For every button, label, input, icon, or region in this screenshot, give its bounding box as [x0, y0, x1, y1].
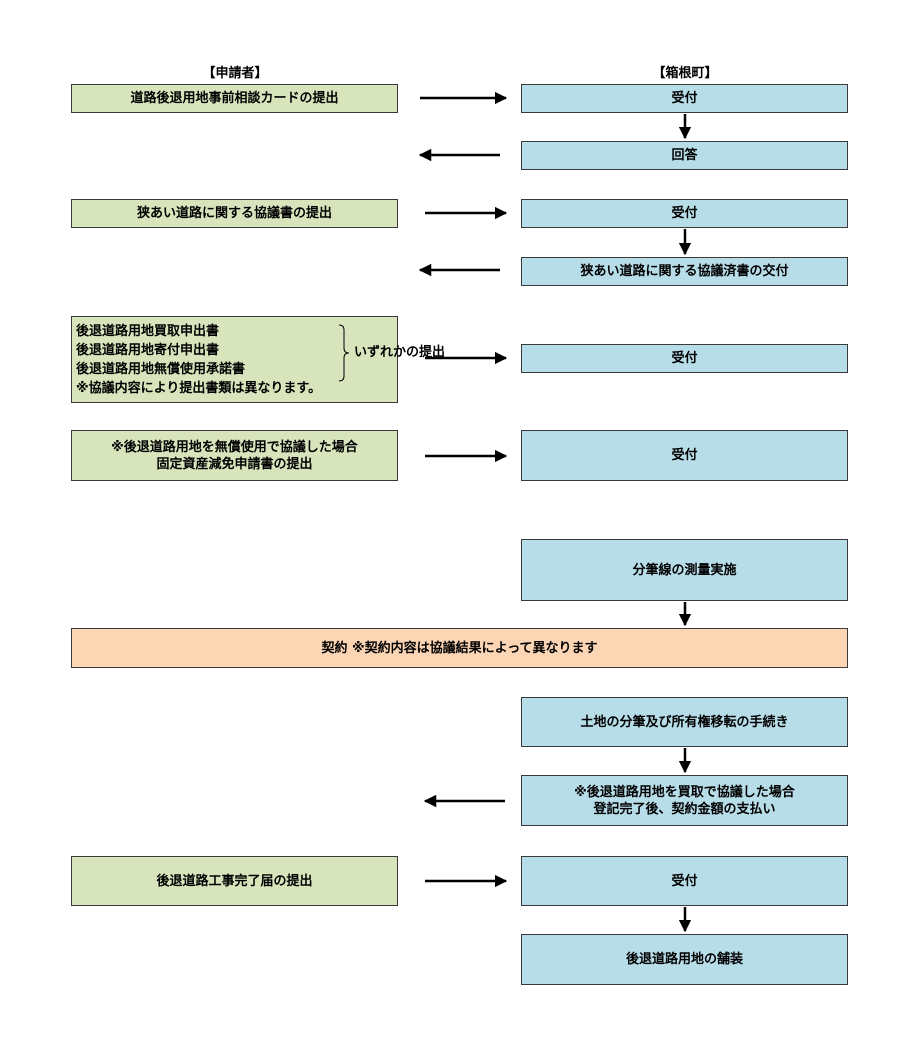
consultation-completed-delivery-box: 狭あい道路に関する協議済書の交付 [521, 257, 848, 286]
contract-label: 契約 ※契約内容は協議結果によって異なります [321, 640, 598, 656]
consultation-document-submission-box: 狭あい道路に関する協議書の提出 [71, 199, 398, 228]
completion-notice-submission-box: 後退道路工事完了届の提出 [71, 856, 398, 906]
contract-box: 契約 ※契約内容は協議結果によって異なります [71, 628, 848, 668]
donation-request-doc-label: 後退道路用地寄付申出書 [76, 343, 220, 358]
tax-reduction-submission-label: 固定資産減免申請書の提出 [156, 456, 313, 472]
consultation-document-submission-label: 狭あい道路に関する協議書の提出 [136, 206, 332, 221]
documents-vary-note: ※協議内容により提出書類は異なります。 [76, 381, 322, 396]
payment-condition-label: ※後退道路用地を買取で協議した場合 [574, 784, 795, 800]
survey-box: 分筆線の測量実施 [521, 539, 848, 601]
payment-box: ※後退道路用地を買取で協議した場合 登記完了後、契約金額の支払い [521, 775, 848, 826]
survey-label: 分筆線の測量実施 [632, 562, 737, 578]
receive-label-1: 受付 [671, 91, 698, 106]
consultation-card-submission-box: 道路後退用地事前相談カードの提出 [71, 84, 398, 113]
receive-label-4: 受付 [671, 448, 698, 463]
receive-label-3: 受付 [671, 351, 698, 366]
receive-box-2: 受付 [521, 199, 848, 228]
procedures-label: 土地の分筆及び所有権移転の手続き [580, 714, 789, 730]
payment-label: 登記完了後、契約金額の支払い [593, 801, 776, 817]
purchase-request-doc-label: 後退道路用地買取申出書 [76, 324, 220, 339]
consultation-card-submission-label: 道路後退用地事前相談カードの提出 [130, 91, 339, 106]
free-use-consent-doc-label: 後退道路用地無償使用承諾書 [76, 362, 246, 377]
tax-reduction-submission-box: ※後退道路用地を無償使用で協議した場合 固定資産減免申請書の提出 [71, 430, 398, 481]
consultation-completed-delivery-label: 狭あい道路に関する協議済書の交付 [580, 264, 789, 279]
submit-any-one-label: いずれかの提出 [354, 345, 446, 360]
answer-box: 回答 [521, 141, 848, 170]
document-choice-box: 後退道路用地買取申出書 後退道路用地寄付申出書 後退道路用地無償使用承諾書 いず… [71, 316, 445, 403]
applicant-header: 【申請者】 [202, 66, 268, 81]
paving-box: 後退道路用地の舗装 [521, 934, 848, 985]
hakone-header: 【箱根町】 [652, 66, 718, 81]
paving-label: 後退道路用地の舗装 [625, 952, 743, 967]
receive-box-1: 受付 [521, 84, 848, 113]
bracket-icon [338, 324, 350, 382]
answer-label: 回答 [671, 148, 698, 163]
receive-label-2: 受付 [671, 206, 698, 221]
receive-box-5: 受付 [521, 856, 848, 906]
receive-box-3: 受付 [521, 344, 848, 373]
tax-reduction-condition-label: ※後退道路用地を無償使用で協議した場合 [111, 439, 358, 455]
procedures-box: 土地の分筆及び所有権移転の手続き [521, 697, 848, 747]
receive-box-4: 受付 [521, 430, 848, 481]
receive-label-5: 受付 [671, 873, 698, 889]
completion-notice-submission-label: 後退道路工事完了届の提出 [156, 873, 313, 889]
